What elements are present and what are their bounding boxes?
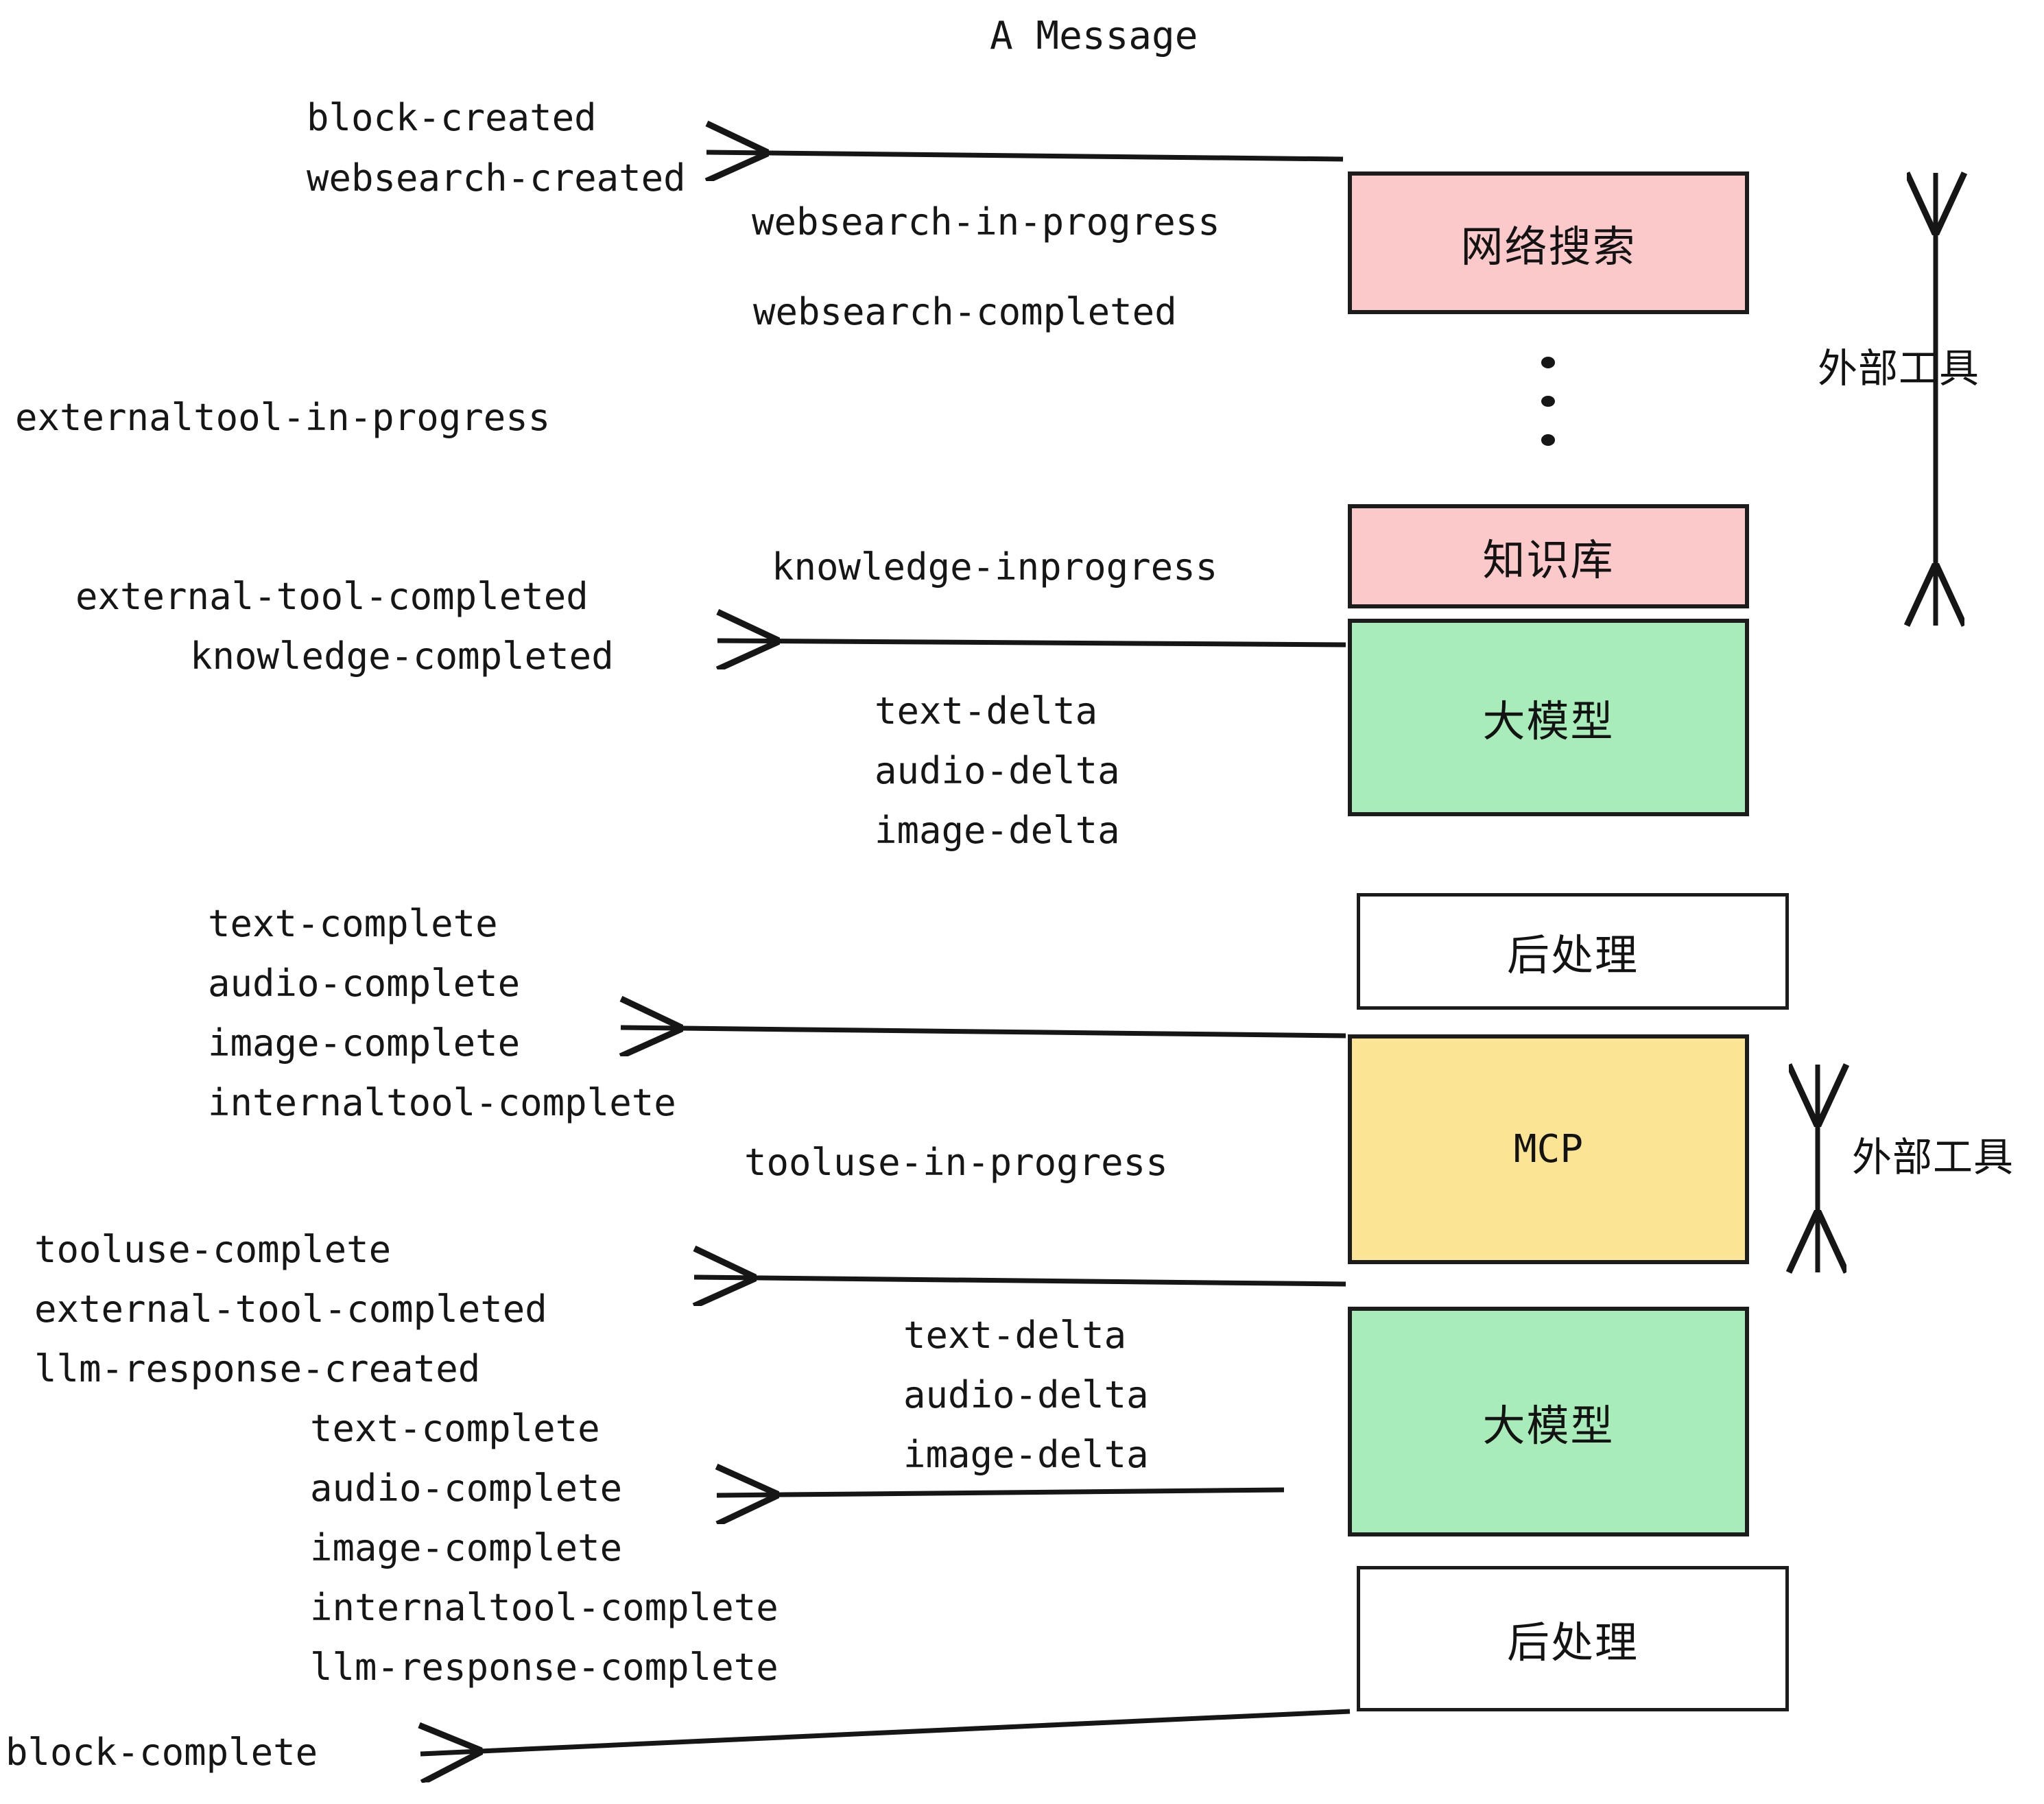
ellipsis-dot	[1541, 395, 1555, 407]
event-label-text-delta-1: text-delta	[875, 689, 1098, 733]
node-llm-top[interactable]: 大模型	[1348, 619, 1749, 816]
arrow-knowledge-to-completed	[717, 641, 1346, 645]
node-llm-top-label: 大模型	[1482, 696, 1615, 746]
node-postprocess-top-label: 后处理	[1506, 930, 1639, 980]
event-label-websearch-in-progress: websearch-in-progress	[752, 200, 1220, 244]
event-label-llm-response-created: llm-response-created	[34, 1347, 481, 1390]
node-websearch-label: 网络搜索	[1460, 222, 1637, 272]
event-label-image-delta-2: image-delta	[903, 1433, 1149, 1476]
node-mcp[interactable]: MCP	[1348, 1034, 1749, 1264]
side-label-external-tools-bottom: 外部工具	[1852, 1134, 2015, 1180]
event-label-audio-complete-1: audio-complete	[208, 962, 521, 1005]
arrow-postprocess-to-image-complete	[621, 1028, 1346, 1036]
event-label-text-complete-1: text-complete	[208, 902, 498, 945]
event-label-image-complete-1: image-complete	[208, 1021, 521, 1065]
event-label-internaltool-complete-1: internaltool-complete	[208, 1081, 676, 1124]
side-label-external-tools-top: 外部工具	[1818, 345, 1980, 392]
event-label-websearch-created: websearch-created	[307, 156, 686, 200]
arrow-llm-to-audio-complete	[717, 1490, 1285, 1495]
event-label-block-complete: block-complete	[5, 1731, 318, 1774]
vertical-ellipsis	[1540, 343, 1556, 460]
node-websearch[interactable]: 网络搜索	[1348, 171, 1749, 314]
node-llm-bottom-label: 大模型	[1482, 1400, 1615, 1451]
node-knowledge-base-label: 知识库	[1482, 535, 1615, 585]
node-postprocess-top[interactable]: 后处理	[1357, 893, 1789, 1010]
event-label-text-complete-2: text-complete	[310, 1407, 600, 1450]
event-label-text-delta-2: text-delta	[903, 1314, 1127, 1357]
event-label-externaltool-in-progress: externaltool-in-progress	[15, 396, 551, 439]
event-label-knowledge-completed: knowledge-completed	[190, 634, 614, 678]
event-label-tooluse-in-progress: tooluse-in-progress	[744, 1141, 1168, 1184]
event-label-external-tool-completed-2: external-tool-completed	[34, 1287, 547, 1331]
event-label-llm-response-complete: llm-response-complete	[310, 1646, 779, 1689]
node-llm-bottom[interactable]: 大模型	[1348, 1307, 1749, 1536]
event-label-audio-delta-2: audio-delta	[903, 1373, 1149, 1416]
ellipsis-dot	[1541, 357, 1555, 368]
event-label-external-tool-completed-1: external-tool-completed	[75, 575, 589, 618]
event-label-tooluse-complete: tooluse-complete	[34, 1228, 392, 1271]
node-postprocess-bottom-label: 后处理	[1506, 1617, 1639, 1667]
event-label-audio-delta-1: audio-delta	[875, 749, 1120, 792]
node-postprocess-bottom[interactable]: 后处理	[1357, 1566, 1789, 1711]
event-label-image-delta-1: image-delta	[875, 809, 1120, 852]
arrow-mcp-to-tooluse-complete	[694, 1277, 1346, 1284]
event-label-image-complete-2: image-complete	[310, 1526, 623, 1569]
event-label-internaltool-complete-2: internaltool-complete	[310, 1586, 779, 1629]
node-mcp-label: MCP	[1513, 1127, 1584, 1172]
event-label-knowledge-inprogress: knowledge-inprogress	[772, 545, 1218, 589]
event-label-block-created: block-created	[307, 96, 597, 139]
arrow-websearch-to-created	[706, 152, 1344, 159]
node-knowledge-base[interactable]: 知识库	[1348, 504, 1749, 608]
diagram-title: A Message	[990, 14, 1198, 58]
event-label-websearch-completed: websearch-completed	[753, 290, 1177, 333]
event-label-audio-complete-2: audio-complete	[310, 1467, 623, 1510]
arrow-postprocess-to-block-complete	[420, 1709, 1351, 1754]
ellipsis-dot	[1541, 434, 1555, 447]
